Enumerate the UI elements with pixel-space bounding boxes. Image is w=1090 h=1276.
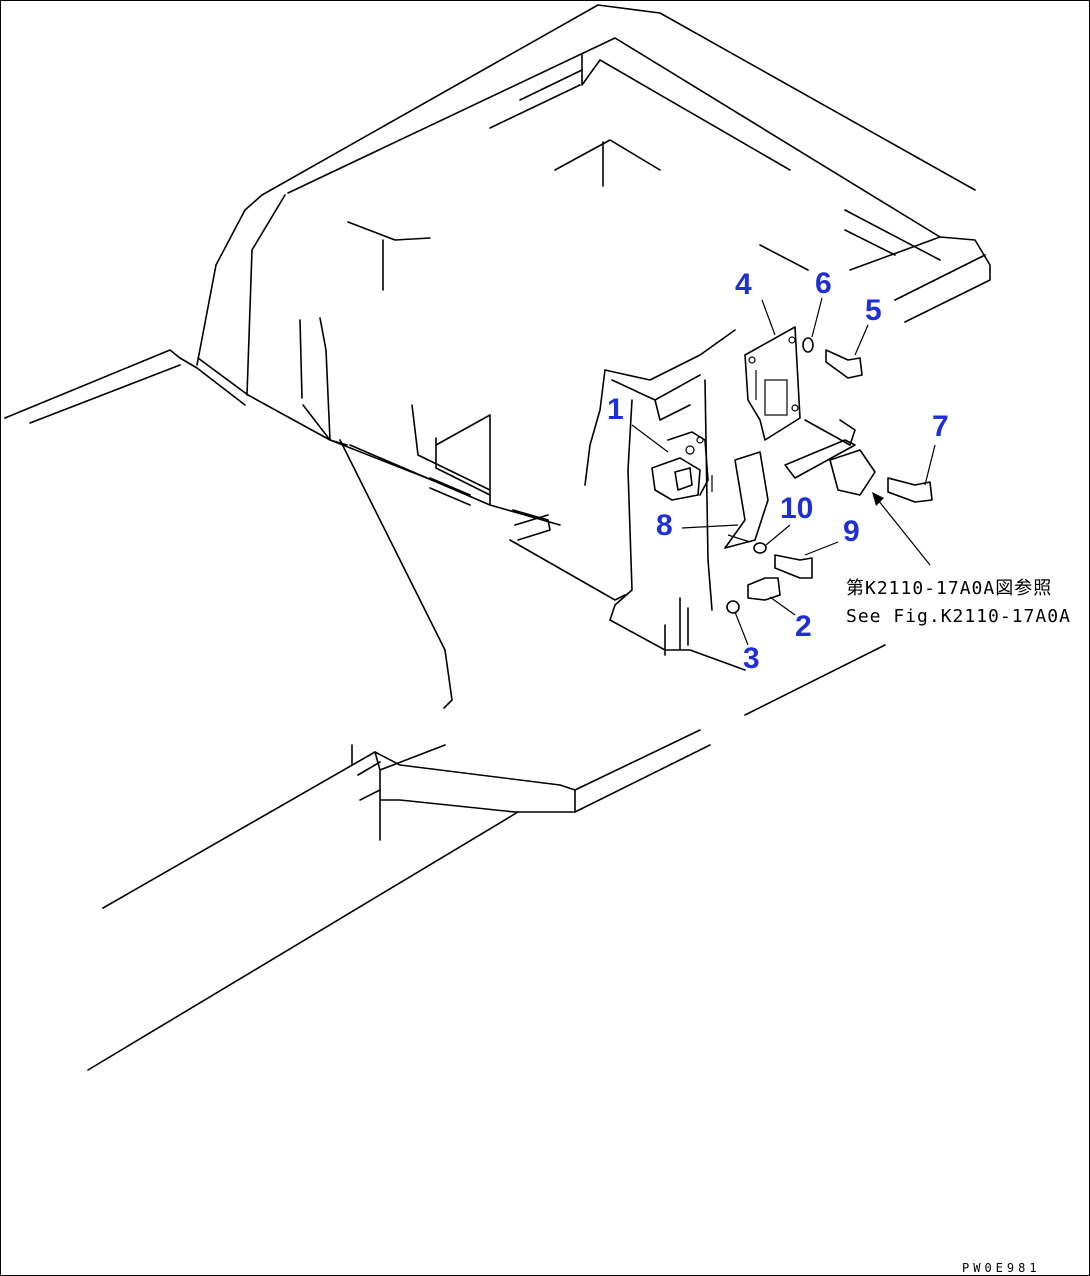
callout-8: 8 [656,509,673,542]
callout-4: 4 [735,268,752,301]
part-8-bracket [724,451,769,549]
callout-9: 9 [843,515,860,548]
part-3-washer [726,600,740,614]
part-1-switch [651,431,713,501]
part-7-bolt [887,477,933,503]
callout-10: 10 [780,492,813,525]
reference-note-jp: 第K2110-17A0A図参照 [846,578,1052,599]
callout-2: 2 [795,610,812,643]
callout-7: 7 [932,410,949,443]
callout-6: 6 [815,267,832,300]
part-2-bolt [747,577,781,601]
part-9-bolt [774,554,813,579]
part-5-bolt [825,349,863,379]
reference-note-en: See Fig.K2110-17A0A [846,606,1071,627]
callout-5: 5 [865,294,882,327]
callout-3: 3 [743,642,760,675]
part-10-washer [753,542,767,554]
reference-note: 第K2110-17A0A図参照 See Fig.K2110-17A0A [846,578,1071,627]
callout-1: 1 [607,393,624,426]
drawing-code: PW0E981 [962,1261,1041,1275]
part-6-washer [802,337,814,353]
sensor-unit [784,439,876,496]
machine-body-outline [4,4,991,1071]
callout-numbers: 1 2 3 4 5 6 7 8 9 10 [607,267,949,675]
leader-lines [631,297,936,646]
part-4-bracket [744,326,856,446]
